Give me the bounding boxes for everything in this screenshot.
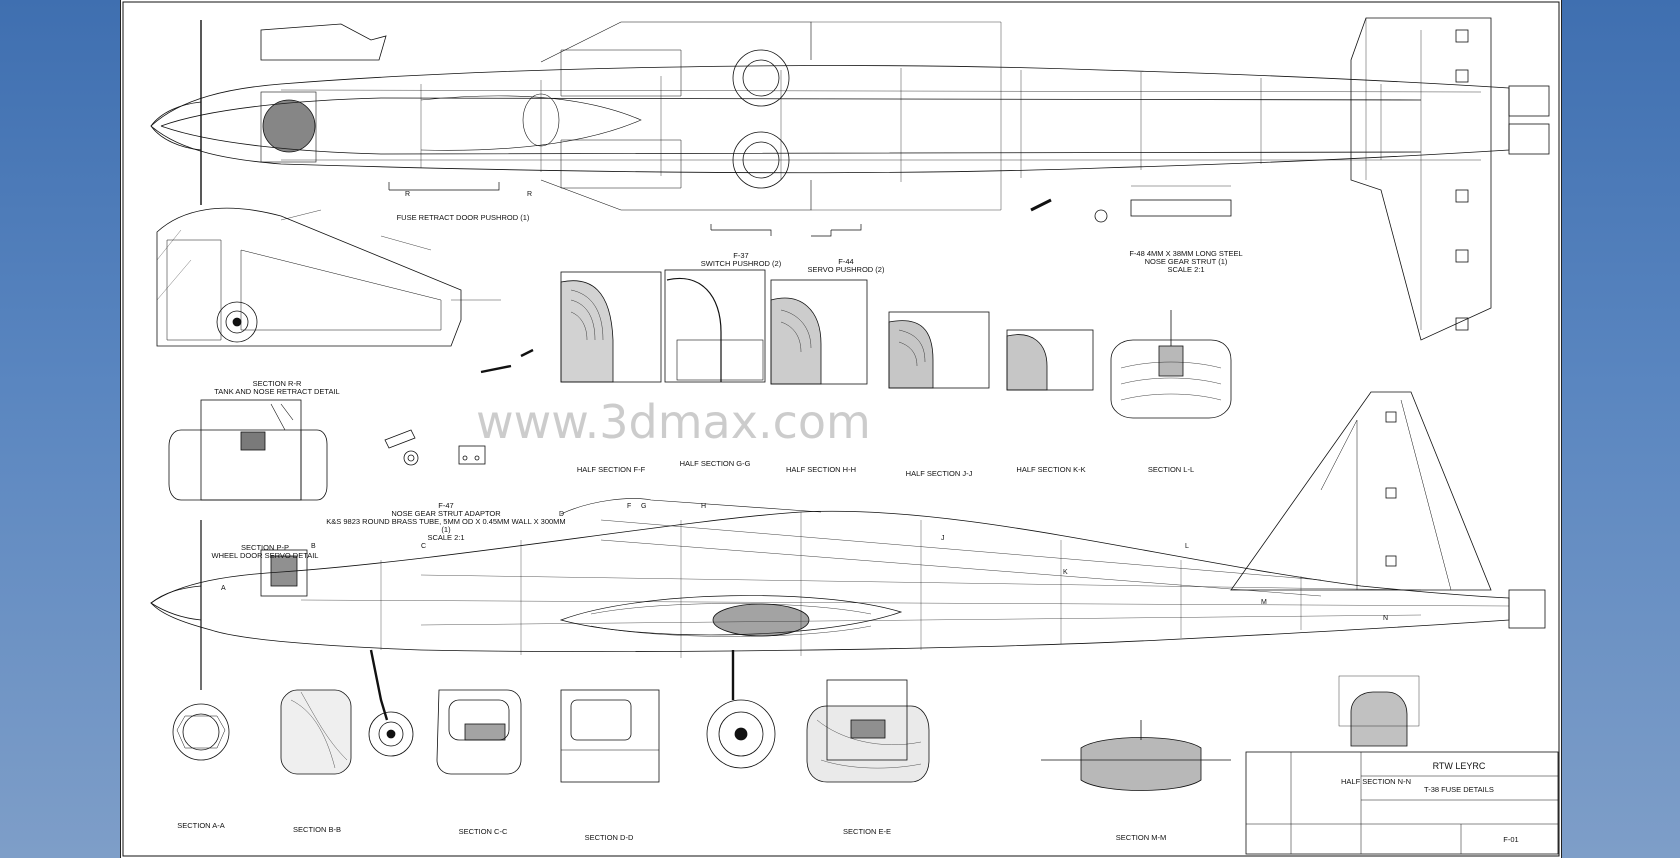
side-view-fuselage bbox=[150, 498, 1546, 690]
caption-f47-l1: NOSE GEAR STRUT ADAPTOR bbox=[391, 509, 501, 518]
caption-half-nn: HALF SECTION N-N bbox=[1341, 777, 1411, 786]
svg-text:B: B bbox=[311, 543, 316, 550]
svg-text:K: K bbox=[1063, 569, 1068, 576]
caption-half-kk: HALF SECTION K-K bbox=[1016, 465, 1085, 474]
top-tail bbox=[1350, 17, 1492, 341]
caption-section-dd: SECTION D-D bbox=[585, 833, 634, 842]
svg-text:G: G bbox=[641, 503, 646, 510]
svg-text:M: M bbox=[1261, 599, 1267, 606]
captions: FUSE RETRACT DOOR PUSHROD (1) F-37 SWITC… bbox=[177, 213, 1411, 842]
caption-f44: F-44 bbox=[838, 257, 853, 266]
svg-text:A: A bbox=[221, 585, 226, 592]
caption-section-cc: SECTION C-C bbox=[459, 827, 508, 836]
caption-section-rr: SECTION R-R bbox=[253, 379, 302, 388]
top-view-fuselage bbox=[150, 20, 1550, 211]
caption-f48-sub: NOSE GEAR STRUT (1) bbox=[1145, 257, 1228, 266]
caption-f48-scale: SCALE 2:1 bbox=[1167, 265, 1204, 274]
svg-text:R: R bbox=[405, 191, 410, 198]
caption-f47-scale: SCALE 2:1 bbox=[427, 533, 464, 542]
svg-text:N: N bbox=[1383, 615, 1388, 622]
caption-section-ee: SECTION E-E bbox=[843, 827, 891, 836]
svg-text:D: D bbox=[559, 511, 564, 518]
caption-f47-l3: (1) bbox=[441, 525, 451, 534]
landing-gear bbox=[368, 649, 776, 769]
caption-f37-sub: SWITCH PUSHROD (2) bbox=[701, 259, 782, 268]
caption-f48: F-48 4MM X 38MM LONG STEEL bbox=[1129, 249, 1242, 258]
caption-section-bb: SECTION B-B bbox=[293, 825, 341, 834]
svg-text:J: J bbox=[941, 535, 945, 542]
title-company: RTW LEYRC bbox=[1433, 761, 1486, 771]
caption-section-mm: SECTION M-M bbox=[1116, 833, 1166, 842]
caption-half-jj: HALF SECTION J-J bbox=[906, 469, 973, 478]
caption-half-ff: HALF SECTION F-F bbox=[577, 465, 646, 474]
caption-fuse-pushrod: FUSE RETRACT DOOR PUSHROD (1) bbox=[397, 213, 530, 222]
half-sections bbox=[560, 269, 1232, 419]
section-pp-detail bbox=[168, 399, 328, 501]
caption-section-aa: SECTION A-A bbox=[177, 821, 225, 830]
svg-text:F: F bbox=[627, 503, 631, 510]
caption-f47: F-47 bbox=[438, 501, 453, 510]
svg-text:H: H bbox=[701, 503, 706, 510]
title-block-frame bbox=[1245, 751, 1559, 855]
caption-f37: F-37 bbox=[733, 251, 748, 260]
title-block: RTW LEYRC T-38 FUSE DETAILS F-01 bbox=[1424, 761, 1519, 844]
drawing-sheet: A B C D F G H J K L M N R R www.3dmax.com FUSE RE… bbox=[120, 0, 1562, 858]
watermark: www.3dmax.com bbox=[476, 395, 871, 449]
bottom-sections bbox=[172, 675, 1420, 791]
title-sheet: F-01 bbox=[1503, 835, 1518, 844]
svg-text:C: C bbox=[421, 543, 426, 550]
title-drawing: T-38 FUSE DETAILS bbox=[1424, 785, 1494, 794]
caption-half-gg: HALF SECTION G-G bbox=[680, 459, 751, 468]
f47-adaptor bbox=[384, 348, 534, 466]
blueprint-drawing: A B C D F G H J K L M N R R www.3dmax.com FUSE RE… bbox=[122, 1, 1560, 857]
caption-section-pp: SECTION P-P bbox=[241, 543, 289, 552]
vertical-fin bbox=[1230, 391, 1492, 591]
caption-f47-l2: K&S 9823 ROUND BRASS TUBE, 5MM OD X 0.45… bbox=[326, 517, 565, 526]
svg-text:L: L bbox=[1185, 543, 1189, 550]
section-rr-detail bbox=[156, 207, 501, 347]
caption-half-hh: HALF SECTION H-H bbox=[786, 465, 856, 474]
svg-text:R: R bbox=[527, 191, 532, 198]
caption-section-pp-sub: WHEEL DOOR SERVO DETAIL bbox=[212, 551, 319, 560]
caption-section-rr-sub: TANK AND NOSE RETRACT DETAIL bbox=[214, 387, 339, 396]
caption-f44-sub: SERVO PUSHROD (2) bbox=[808, 265, 885, 274]
caption-section-ll: SECTION L-L bbox=[1148, 465, 1194, 474]
